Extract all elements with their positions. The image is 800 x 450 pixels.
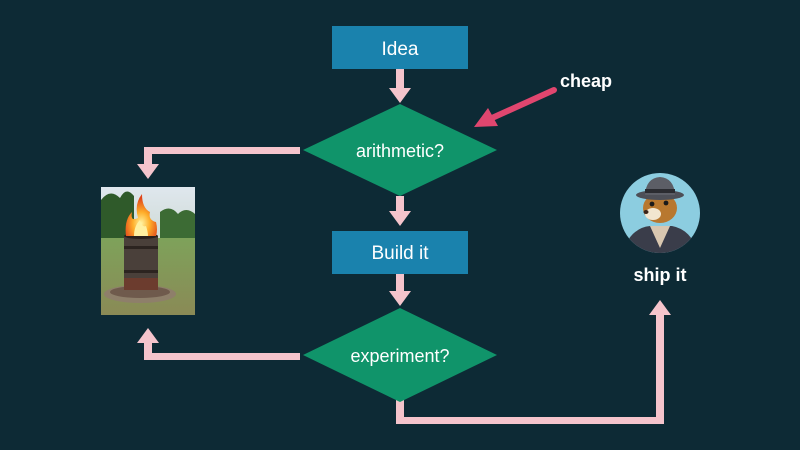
experiment-diamond xyxy=(303,308,497,402)
arrowhead-idea-arithmetic xyxy=(389,88,411,103)
connector-experiment-ship-horizontal xyxy=(396,417,664,424)
build-label: Build it xyxy=(371,243,429,264)
arrowhead-build-experiment xyxy=(389,291,411,306)
connector-arithmetic-fire-vertical xyxy=(144,147,152,167)
arrowhead-experiment-ship xyxy=(649,300,671,315)
connector-build-experiment xyxy=(396,274,404,294)
squirrel-avatar xyxy=(620,173,700,253)
connector-experiment-ship-up xyxy=(656,312,664,424)
connector-arithmetic-build xyxy=(396,196,404,214)
arithmetic-diamond xyxy=(303,104,497,196)
idea-box xyxy=(332,26,468,69)
connector-experiment-fire-vertical xyxy=(144,340,152,360)
connector-experiment-fire-horizontal xyxy=(144,353,300,360)
cheap-label: cheap xyxy=(560,71,612,91)
arithmetic-label: arithmetic? xyxy=(356,141,444,161)
experiment-label: experiment? xyxy=(350,346,449,366)
connector-idea-arithmetic xyxy=(396,69,404,91)
arrowhead-arithmetic-build xyxy=(389,211,411,226)
idea-label: Idea xyxy=(382,39,419,60)
ship-it-label: ship it xyxy=(634,265,687,285)
build-box xyxy=(332,231,468,274)
cheap-annotation: cheap xyxy=(474,71,612,127)
arrowhead-arithmetic-fire xyxy=(137,164,159,179)
connector-experiment-ship-down xyxy=(396,398,404,424)
arrowhead-experiment-fire xyxy=(137,328,159,343)
connector-arithmetic-fire-horizontal xyxy=(144,147,300,154)
cheap-arrowhead xyxy=(474,108,498,127)
cheap-arrow-shaft xyxy=(489,87,557,121)
fire-barrel-image xyxy=(101,187,195,315)
connectors xyxy=(137,69,671,424)
